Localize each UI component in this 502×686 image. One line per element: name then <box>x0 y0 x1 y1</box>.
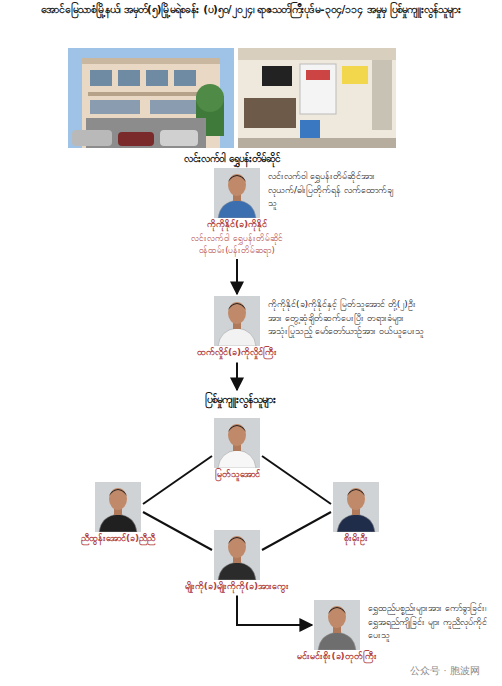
person-name: စိုးမိုးဦး <box>344 532 368 546</box>
person-name: မင်းမင်းစိုး(ခ)တုတ်ကြီး <box>297 650 376 664</box>
person-box: စိုးမိုးဦး <box>333 482 379 546</box>
person-photo <box>214 296 260 346</box>
person-photo <box>214 418 260 468</box>
connector <box>143 456 212 504</box>
person-box: ကိုကိုနိုင်(ခ)ကိုနိုင်လင်းလက်ဝါ ရွှေပန်း… <box>214 168 260 257</box>
person-box: မျိုးကို(ခ)မျိုးကိုကို(ခ)အားကွေး <box>214 530 260 594</box>
person-photo <box>95 482 141 532</box>
person-name: ညီထွန်းအောင်(ခ)ညီညီ <box>81 532 155 546</box>
person-photo <box>333 482 379 532</box>
person-box: ညီထွန်းအောင်(ခ)ညီညီ <box>95 482 141 546</box>
person-note: ရွှေထည်ပစ္စည်းများအား ကော်ခွာခြင်း၊ ရွှေ… <box>368 602 490 643</box>
person-name: မျိုးကို(ခ)မျိုးကိုကို(ခ)အားကွေး <box>185 580 289 594</box>
person-name: ထက်လှိုင်(ခ)ကိုလှိုင်ကြီး <box>197 346 277 360</box>
person-box: ထက်လှိုင်(ခ)ကိုလှိုင်ကြီးကိုကိုနိုင်(ခ)က… <box>214 296 260 360</box>
connector <box>262 512 331 550</box>
person-photo <box>214 530 260 580</box>
building-photo <box>68 48 234 148</box>
shop-interior-photo <box>238 48 396 148</box>
person-note: ကိုကိုနိုင်(ခ)ကိုနိုင်နှင့် မြတ်သူအောင် … <box>268 298 428 339</box>
connector <box>236 259 238 294</box>
connector <box>262 456 331 504</box>
lead-arrow <box>236 363 238 391</box>
person-box: မင်းမင်းစိုး(ခ)တုတ်ကြီးရွှေထည်ပစ္စည်းမျာ… <box>314 600 360 664</box>
section-heading: ပြစ်မှုကျူးလွန်သူများ <box>140 392 340 408</box>
person-photo <box>214 168 260 218</box>
person-note: လင်းလက်ဝါ ရွှေပန်းတိမ်ဆိုင်အား လုယက်/ဓါး… <box>268 170 400 211</box>
connector <box>237 596 312 626</box>
shop-caption: လင်းလက်ဝါ ရွှေပန်းတိမ်ဆိုင် <box>120 151 344 166</box>
person-photo <box>314 600 360 650</box>
person-box: မြတ်သူအောင် <box>214 418 260 482</box>
diagram-title: အောင်မြေသာစံမြို့နယ်၊ အမှတ်(၅)မြို့မရဲစခ… <box>6 2 496 18</box>
person-role: လင်းလက်ဝါ ရွှေပန်းတိမ်ဆိုင်ဝန်ထမ်း(ပန်းတ… <box>181 232 293 258</box>
connector <box>143 512 212 550</box>
watermark: 公众号 · 胞波网 <box>392 664 498 678</box>
person-name: မြတ်သူအောင် <box>215 468 260 482</box>
person-name: ကိုကိုနိုင်(ခ)ကိုနိုင် <box>207 218 267 232</box>
